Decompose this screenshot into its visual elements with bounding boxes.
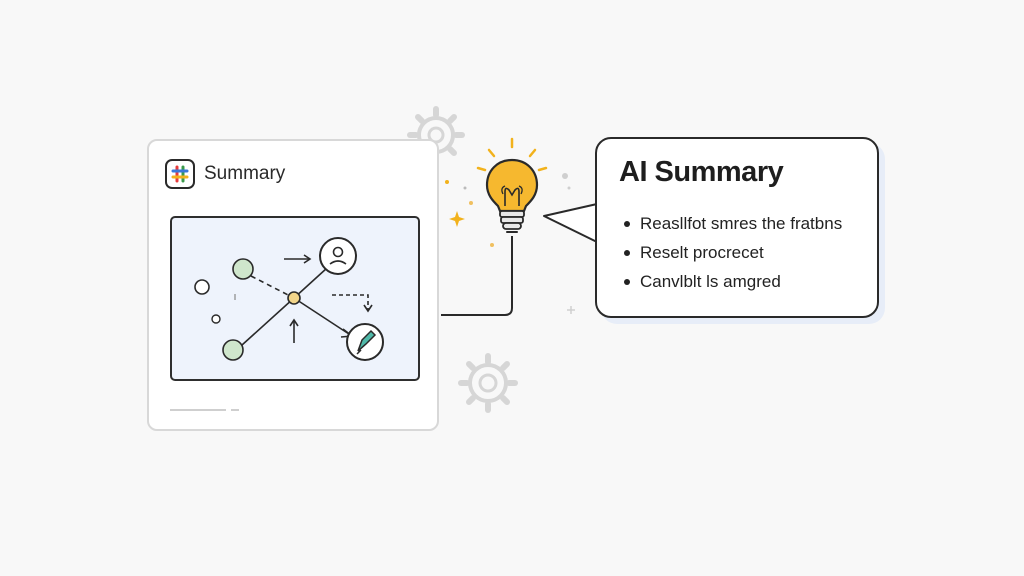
node-diagram: [194, 237, 384, 361]
sparkle-dot: [463, 186, 467, 190]
diagram-edge: [250, 275, 295, 299]
diagram-node: [222, 339, 244, 361]
card-header: Summary: [165, 159, 285, 189]
ai-summary-bubble: AI Summary Reasllfot smres the fratbns R…: [595, 137, 879, 318]
arrow-head: [289, 318, 299, 327]
bullet-icon: [624, 220, 630, 227]
list-item-text: Reselt procrecet: [640, 242, 764, 262]
sparkle-dot: [445, 180, 449, 184]
diagram-panel: [170, 216, 420, 381]
bullet-icon: [624, 249, 630, 256]
lightbulb-icon: [476, 137, 548, 233]
user-icon: [319, 237, 357, 275]
card-title: Summary: [204, 163, 286, 184]
list-item: Canvlblt ls amgred: [624, 267, 842, 296]
diagram-edge: [241, 297, 295, 346]
list-item: Reselt procrecet: [624, 238, 842, 267]
bullet-icon: [624, 278, 630, 285]
sparkle-icon: [449, 211, 465, 227]
pencil-icon: [346, 323, 384, 361]
gear-icon: [458, 353, 518, 413]
sparkle-dot: [562, 173, 568, 179]
diagram-node: [287, 291, 301, 305]
footer-line: [170, 409, 226, 411]
footer-line: [231, 409, 239, 411]
diagram-edge: [293, 297, 353, 337]
diagram-edge: [293, 267, 328, 299]
sparkle-dot: [469, 201, 473, 205]
diagram-node: [194, 279, 210, 295]
hashtag-grid-icon: [165, 159, 195, 189]
summary-title: AI Summary: [619, 156, 784, 188]
diagram-node: [232, 258, 254, 280]
connector-line: [441, 236, 513, 316]
arrow-head: [303, 254, 312, 264]
list-item: Reasllfot smres the fratbns: [624, 209, 842, 238]
list-item-text: Reasllfot smres the fratbns: [640, 213, 843, 233]
summary-card: Summary: [147, 139, 439, 431]
sparkle-icon: [567, 306, 575, 314]
summary-list: Reasllfot smres the fratbns Reselt procr…: [624, 209, 842, 296]
diagram-node: [211, 314, 221, 324]
list-item-text: Canvlblt ls amgred: [640, 271, 781, 291]
sparkle-dot: [490, 243, 494, 247]
arrow-dashed: [332, 294, 369, 310]
arrow-head: [363, 304, 373, 313]
sparkle-dot: [567, 186, 571, 190]
